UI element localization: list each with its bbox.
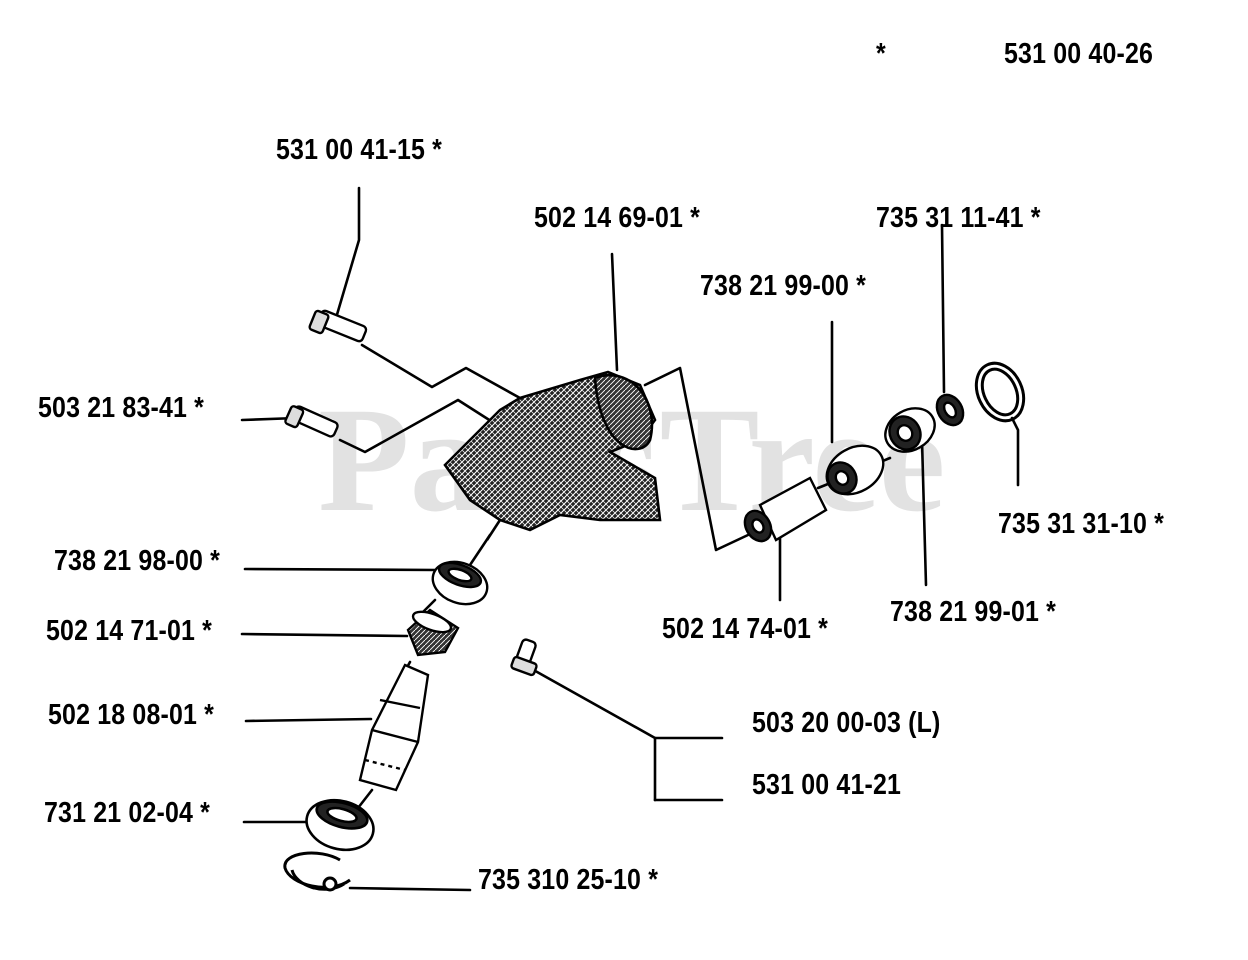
part-label-pinion[interactable]: 502 14 71-01 *	[46, 615, 213, 647]
part-label-screw-l[interactable]: 503 20 00-03 (L)	[752, 707, 941, 739]
leader-bearing-lower	[243, 567, 440, 572]
leader-gear-housing	[610, 252, 619, 372]
leader-pinion	[240, 632, 409, 638]
leader-screw	[528, 666, 657, 802]
screw-part	[510, 638, 538, 677]
part-label-bolt-left[interactable]: 503 21 83-41 *	[38, 392, 205, 424]
spindle-part	[743, 476, 828, 543]
part-label-nut-small[interactable]: 735 31 11-41 *	[876, 202, 1041, 234]
bolt-top-part	[308, 309, 368, 343]
leader-circlip-right	[1010, 416, 1020, 487]
part-label-spindle[interactable]: 502 14 74-01 *	[662, 613, 829, 645]
leader-circlip-bottom	[348, 886, 472, 892]
bearing-lower-part	[431, 560, 489, 606]
part-label-circlip-bottom[interactable]: 735 310 25-10 *	[478, 864, 659, 896]
part-label-screw-alt[interactable]: 531 00 41-21	[752, 769, 902, 801]
bearing-bottom-part	[305, 798, 375, 852]
circlip-bottom-part	[283, 851, 351, 892]
part-label-circlip-right[interactable]: 735 31 31-10 *	[998, 508, 1165, 540]
nut-small-part	[935, 393, 965, 427]
bearing-top-part	[825, 444, 885, 496]
shaft-part	[358, 663, 430, 792]
part-label-bearing-top[interactable]: 738 21 99-00 *	[700, 270, 867, 302]
leader-shaft	[244, 717, 373, 723]
part-label-shaft[interactable]: 502 18 08-01 *	[48, 699, 215, 731]
part-label-bearing-bottom[interactable]: 731 21 02-04 *	[44, 797, 211, 829]
header-star: *	[876, 38, 886, 70]
circlip-right-part	[974, 361, 1026, 423]
gear-housing-part	[443, 370, 662, 541]
part-label-bearing-right[interactable]: 738 21 99-01 *	[890, 596, 1057, 628]
leader-nut-small	[940, 223, 946, 394]
pinion-part	[406, 608, 460, 657]
part-label-bolt-top[interactable]: 531 00 41-15 *	[276, 134, 443, 166]
part-label-bearing-lower[interactable]: 738 21 98-00 *	[54, 545, 221, 577]
part-label-gear-housing[interactable]: 502 14 69-01 *	[534, 202, 701, 234]
kit-number: 531 00 40-26	[1004, 38, 1154, 70]
bolt-left-part	[284, 405, 339, 438]
bearing-right-part	[884, 407, 936, 453]
leader-bolt-top	[334, 186, 361, 320]
leader-bearing-right	[920, 438, 928, 587]
